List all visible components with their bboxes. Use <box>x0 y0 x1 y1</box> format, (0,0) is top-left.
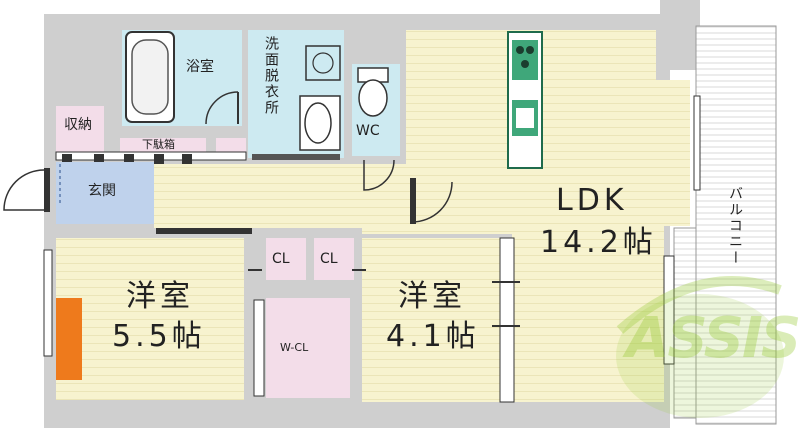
balcony-area <box>695 25 777 425</box>
western-room-1-label: 洋室 <box>126 279 194 314</box>
ldk-floor <box>362 30 690 402</box>
bathtub-inner <box>131 39 169 115</box>
logo-circle <box>616 294 784 418</box>
hall-sliding-door <box>156 228 252 234</box>
bath-door-swing <box>205 91 239 125</box>
window-east-1 <box>693 95 701 191</box>
washroom-sliding-door <box>252 154 340 160</box>
storage-label: 収納 <box>64 117 92 133</box>
closet-2-floor <box>314 238 354 280</box>
washroom-label: 洗面脱衣所 <box>263 36 279 116</box>
closet-1-label: CL <box>272 251 290 267</box>
rail-stop-2 <box>94 154 104 164</box>
logo-swoosh <box>616 276 782 334</box>
bath-label: 浴室 <box>186 59 214 75</box>
walk-in-closet-floor <box>266 298 350 398</box>
ldk-label: LDK <box>556 183 628 218</box>
entrance-door <box>44 168 50 212</box>
western-room-1-size: 5.5帖 <box>112 319 206 354</box>
window-east-2 <box>663 255 675 365</box>
western-room-1-floor <box>56 238 244 400</box>
ldk-sliding-door <box>499 237 515 403</box>
sink-basin <box>516 108 534 128</box>
western-room-2-floor <box>362 238 512 402</box>
shoe-box-label: 下駄箱 <box>142 138 175 151</box>
window-west <box>43 249 53 357</box>
shoe-box <box>120 138 206 152</box>
wall-corner <box>660 0 700 70</box>
orange-accent <box>56 298 82 380</box>
wc-door-swing <box>363 159 395 191</box>
rail-stop-5 <box>182 154 192 164</box>
ldk-door <box>410 178 416 224</box>
burner-3 <box>521 60 529 68</box>
washing-machine-pan <box>305 45 341 81</box>
western-room-2-label: 洋室 <box>398 279 466 314</box>
burner-1 <box>516 46 524 54</box>
walk-in-closet-label: W-CL <box>280 341 309 354</box>
storage-rail <box>55 151 247 161</box>
toilet-bowl <box>358 79 388 117</box>
entrance-label: 玄関 <box>88 183 116 199</box>
storage-floor <box>56 106 104 152</box>
closet-2-label: CL <box>320 251 338 267</box>
washing-drain <box>312 52 334 74</box>
burner-2 <box>526 46 534 54</box>
rail-stop-1 <box>62 154 72 164</box>
entrance-floor <box>56 162 154 224</box>
entrance-door-swing <box>3 169 45 211</box>
closet-1-floor <box>266 238 306 280</box>
rail-stop-4 <box>154 154 164 164</box>
wc-label: WC <box>356 123 380 139</box>
western-room-2-size: 4.1帖 <box>386 319 480 354</box>
hallway-floor <box>154 164 410 228</box>
logo-wordmark: ASSIST <box>626 306 800 371</box>
vanity-basin <box>304 102 332 144</box>
ldk-size-label: 14.2帖 <box>540 225 657 260</box>
wcl-sliding-door <box>253 299 265 397</box>
shoe-box-2 <box>216 138 246 152</box>
rail-stop-3 <box>124 154 134 164</box>
balcony-label: バルコニー <box>727 186 743 266</box>
